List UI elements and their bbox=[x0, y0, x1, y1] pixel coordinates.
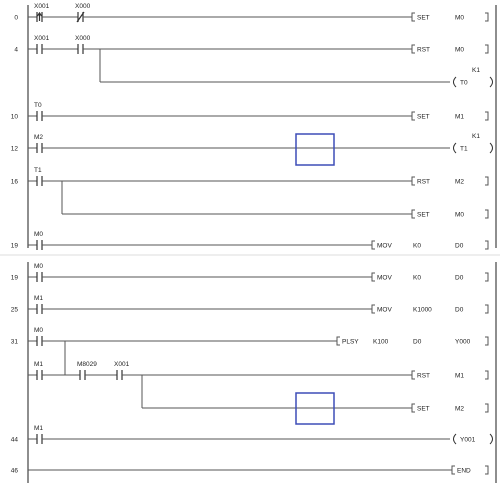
contact-device-label: X001 bbox=[114, 361, 130, 368]
step-number: 19 bbox=[11, 275, 19, 282]
instruction-opcode[interactable]: PLSY bbox=[342, 339, 359, 346]
instruction-operand: M0 bbox=[455, 47, 464, 54]
instruction-opcode[interactable]: SET bbox=[417, 15, 430, 22]
instruction-operand: M2 bbox=[455, 179, 464, 186]
contact-device-label: T1 bbox=[34, 167, 42, 174]
instruction-operand: M0 bbox=[455, 15, 464, 22]
instruction-bracket-close bbox=[485, 370, 489, 380]
step-number: 0 bbox=[14, 15, 18, 22]
contact-device-label: M1 bbox=[34, 295, 43, 302]
coil-left-arc bbox=[453, 433, 457, 445]
instruction-bracket-open bbox=[451, 465, 455, 475]
instruction-bracket-open bbox=[411, 370, 415, 380]
contact-device-label: M0 bbox=[34, 231, 43, 238]
instruction-opcode[interactable]: SET bbox=[417, 114, 430, 121]
instruction-opcode[interactable]: MOV bbox=[377, 243, 392, 250]
contact-device-label: X000 bbox=[75, 3, 91, 10]
instruction-bracket-close bbox=[485, 240, 489, 250]
instruction-operand: D0 bbox=[455, 307, 464, 314]
instruction-bracket-open bbox=[411, 12, 415, 22]
instruction-bracket-open bbox=[371, 304, 375, 314]
instruction-bracket-open bbox=[371, 272, 375, 282]
instruction-bracket-close bbox=[485, 209, 489, 219]
step-number: 46 bbox=[11, 468, 19, 475]
step-number: 25 bbox=[11, 307, 19, 314]
instruction-opcode[interactable]: SET bbox=[417, 406, 430, 413]
instruction-opcode[interactable]: SET bbox=[417, 212, 430, 219]
instruction-bracket-open bbox=[411, 209, 415, 219]
instruction-bracket-open bbox=[411, 44, 415, 54]
contact-device-label: T0 bbox=[34, 102, 42, 109]
instruction-bracket-open bbox=[411, 111, 415, 121]
instruction-bracket-close bbox=[485, 176, 489, 186]
instruction-bracket-open bbox=[336, 336, 340, 346]
contact-device-label: X001 bbox=[34, 3, 50, 10]
contact-device-label: M8029 bbox=[77, 361, 97, 368]
coil-right-arc bbox=[489, 433, 493, 445]
step-number: 19 bbox=[11, 243, 19, 250]
rising-edge-arrow-icon bbox=[37, 11, 42, 17]
instruction-bracket-close bbox=[485, 272, 489, 282]
contact-device-label: M2 bbox=[34, 134, 43, 141]
coil-setting-label: K1 bbox=[472, 133, 480, 140]
instruction-bracket-close bbox=[485, 304, 489, 314]
selection-cursor-box[interactable] bbox=[295, 392, 335, 425]
instruction-operand: M1 bbox=[455, 114, 464, 121]
instruction-operand: D0 bbox=[455, 243, 464, 250]
contact-device-label: M1 bbox=[34, 425, 43, 432]
instruction-bracket-close bbox=[485, 44, 489, 54]
instruction-bracket-open bbox=[411, 403, 415, 413]
instruction-bracket-close bbox=[485, 111, 489, 121]
coil-device-label: Y001 bbox=[460, 437, 476, 444]
instruction-bracket-close bbox=[485, 12, 489, 22]
instruction-opcode[interactable]: RST bbox=[417, 47, 430, 54]
step-number: 12 bbox=[11, 146, 19, 153]
instruction-opcode[interactable]: MOV bbox=[377, 307, 392, 314]
step-number: 4 bbox=[14, 47, 18, 54]
contact-device-label: M0 bbox=[34, 263, 43, 270]
contact-device-label: M1 bbox=[34, 361, 43, 368]
instruction-operand: K1000 bbox=[413, 307, 432, 314]
contact-device-label: X001 bbox=[34, 35, 50, 42]
coil-setting-label: K1 bbox=[472, 67, 480, 74]
selection-cursor-box[interactable] bbox=[295, 133, 335, 166]
instruction-bracket-close bbox=[485, 336, 489, 346]
instruction-operand: D0 bbox=[413, 339, 422, 346]
instruction-opcode[interactable]: MOV bbox=[377, 275, 392, 282]
instruction-operand: K0 bbox=[413, 243, 421, 250]
instruction-operand: K0 bbox=[413, 275, 421, 282]
step-number: 16 bbox=[11, 179, 19, 186]
coil-device-label: T1 bbox=[460, 146, 468, 153]
coil-device-label: T0 bbox=[460, 80, 468, 87]
step-number: 10 bbox=[11, 114, 19, 121]
instruction-bracket-open bbox=[411, 176, 415, 186]
coil-right-arc bbox=[489, 76, 493, 88]
instruction-opcode[interactable]: END bbox=[457, 468, 471, 475]
contact-device-label: M0 bbox=[34, 327, 43, 334]
contact-nc-slash bbox=[76, 11, 85, 23]
instruction-operand: D0 bbox=[455, 275, 464, 282]
coil-left-arc bbox=[453, 76, 457, 88]
instruction-bracket-close bbox=[485, 465, 489, 475]
instruction-bracket-open bbox=[371, 240, 375, 250]
instruction-opcode[interactable]: RST bbox=[417, 373, 430, 380]
instruction-opcode[interactable]: RST bbox=[417, 179, 430, 186]
instruction-bracket-close bbox=[485, 403, 489, 413]
instruction-operand: M1 bbox=[455, 373, 464, 380]
instruction-operand: Y000 bbox=[455, 339, 471, 346]
instruction-operand: M2 bbox=[455, 406, 464, 413]
coil-left-arc bbox=[453, 142, 457, 154]
coil-right-arc bbox=[489, 142, 493, 154]
step-number: 44 bbox=[11, 437, 19, 444]
step-number: 31 bbox=[11, 339, 19, 346]
contact-device-label: X000 bbox=[75, 35, 91, 42]
instruction-operand: K100 bbox=[373, 339, 389, 346]
instruction-operand: M0 bbox=[455, 212, 464, 219]
